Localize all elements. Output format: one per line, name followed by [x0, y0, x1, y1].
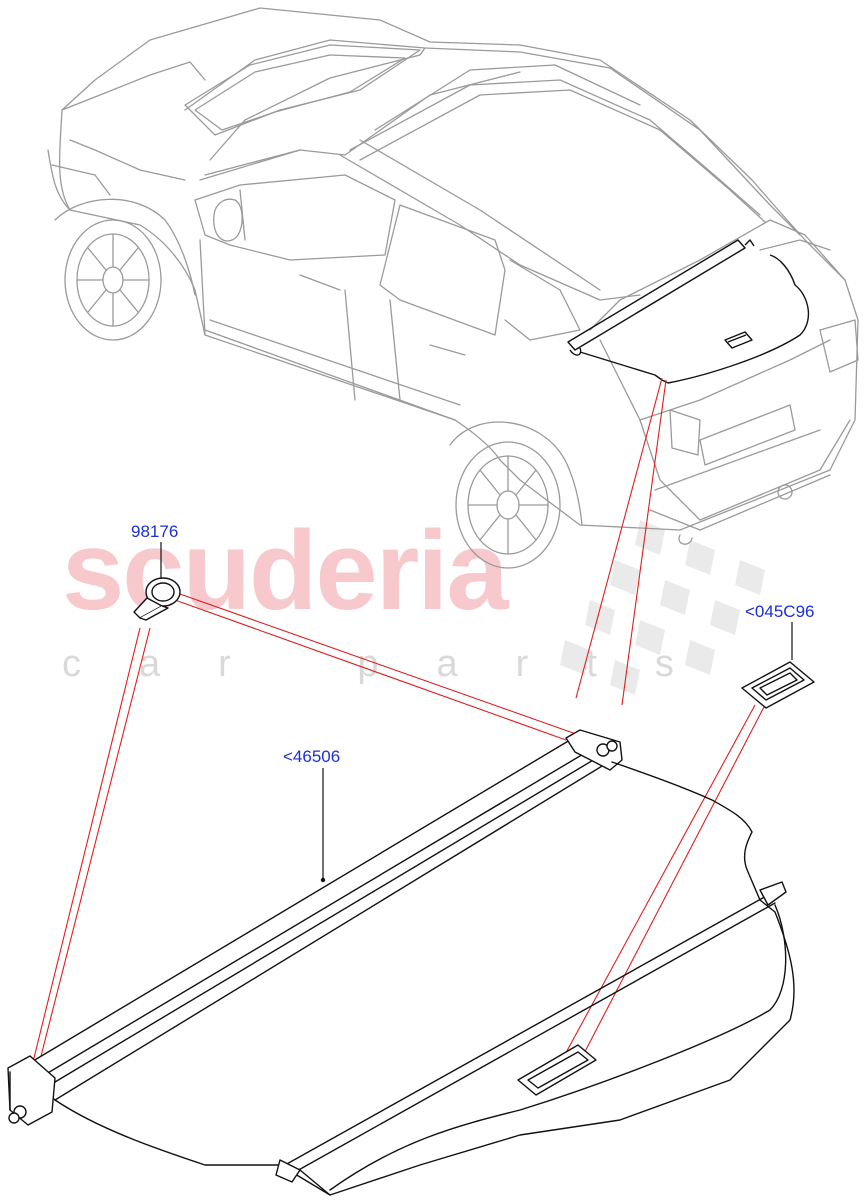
checkered-flag-watermark — [560, 520, 765, 695]
leader-lines — [32, 377, 766, 1066]
callout-leaders — [160, 542, 793, 880]
installed-cover-outline — [567, 239, 810, 384]
retainer-clip-part — [133, 577, 181, 621]
cover-assembly-part — [7, 729, 795, 1196]
handle-part — [741, 661, 815, 709]
vehicle-outline — [47, 7, 859, 569]
callout-retainer-clip[interactable]: 98176 — [131, 522, 179, 541]
callout-handle[interactable]: <045C96 — [745, 602, 815, 621]
watermark-brand: scuderia — [62, 508, 509, 633]
callout-dots — [320, 877, 326, 883]
callout-cover-assembly[interactable]: <46506 — [283, 747, 341, 766]
